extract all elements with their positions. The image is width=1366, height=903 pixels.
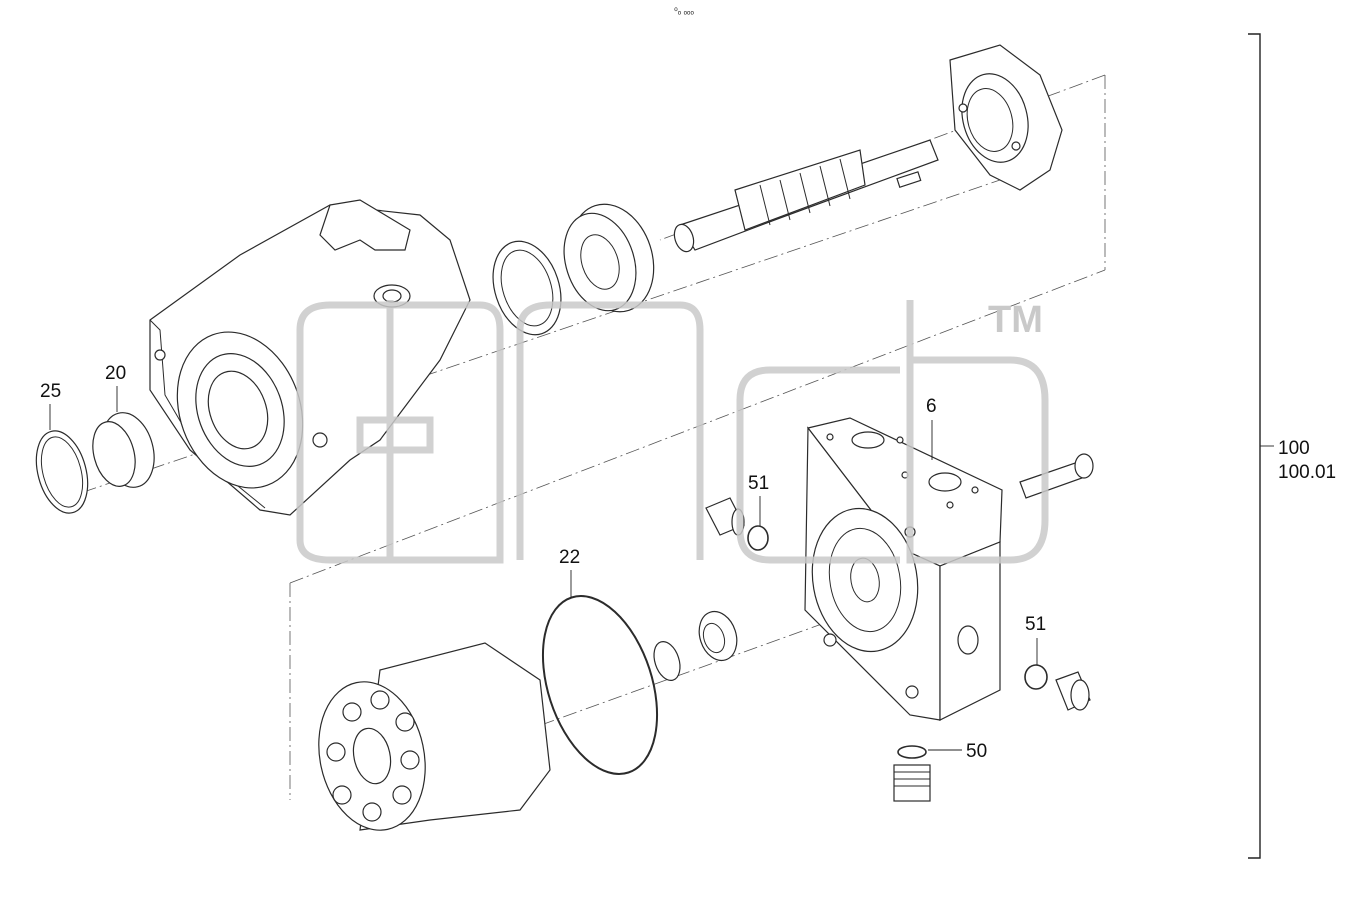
callout-51-upper: 51 — [748, 473, 769, 526]
spacer-ring — [653, 641, 681, 681]
callout-20: 20 — [105, 363, 126, 412]
o-ring-51-upper — [747, 525, 769, 551]
plug-bottom — [893, 764, 931, 802]
assembly-variant-number: 100.01 — [1278, 462, 1336, 483]
callout-51-lower: 51 — [1025, 614, 1046, 665]
callout-label: 51 — [1025, 614, 1046, 635]
o-ring-50 — [897, 745, 927, 759]
drive-shaft — [673, 139, 939, 253]
port-plate-6 — [804, 417, 1003, 721]
callout-label: 22 — [559, 547, 580, 568]
header-mark: ⁰ₒ ₒₒₒ — [674, 6, 694, 16]
plug-right — [1055, 671, 1091, 711]
ball-bearing — [563, 203, 655, 313]
callout-label: 25 — [40, 381, 61, 402]
callout-6: 6 — [926, 396, 937, 460]
flange-cover — [949, 44, 1063, 191]
needle-bearing — [698, 610, 738, 662]
o-ring-22 — [541, 595, 659, 775]
shaft-seal — [492, 240, 562, 336]
bolt — [1019, 453, 1094, 499]
retaining-ring-25 — [35, 430, 89, 514]
assembly-number: 100 — [1278, 438, 1310, 459]
o-ring-51-lower — [1024, 664, 1048, 690]
pump-housing — [149, 199, 471, 516]
callout-label: 20 — [105, 363, 126, 384]
trademark-mark: TM — [988, 299, 1043, 341]
callout-label: 51 — [748, 473, 769, 494]
callout-label: 50 — [966, 741, 987, 762]
callout-label: 6 — [926, 396, 937, 417]
cylinder-block — [318, 642, 551, 831]
callout-25: 25 — [40, 381, 61, 430]
assembly-bracket: 100 100.01 — [1248, 33, 1336, 859]
bushing-20 — [92, 412, 155, 488]
callout-22: 22 — [559, 547, 580, 598]
watermark-logo — [296, 300, 1049, 564]
callout-50: 50 — [928, 741, 987, 762]
